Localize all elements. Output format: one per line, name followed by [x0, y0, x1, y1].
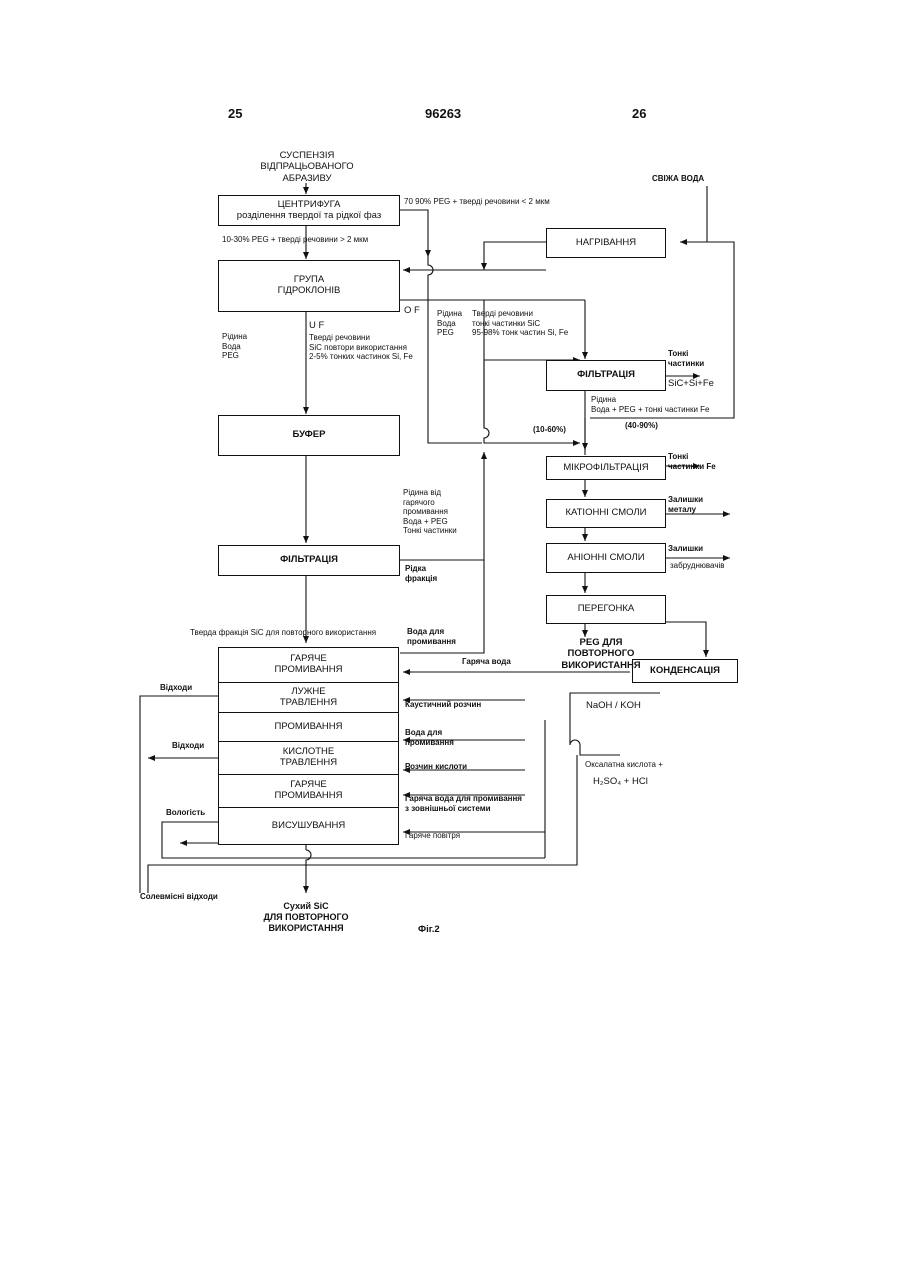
liquid-water-peg-mid-label: Рідина Вода PEG: [437, 309, 462, 338]
hydrocyclones-box: ГРУПА ГІДРОКЛОНІВ: [218, 260, 400, 312]
of-label: O F: [404, 305, 420, 316]
metal-residue-label: Залишки металу: [668, 495, 703, 514]
dry-sic-label: Сухий SiC ДЛЯ ПОВТОРНОГО ВИКОРИСТАННЯ: [246, 901, 366, 933]
heating-box: НАГРІВАННЯ: [546, 228, 666, 258]
liquid-fraction-label: Рідка фракція: [405, 564, 437, 583]
distillation-box: ПЕРЕГОНКА: [546, 595, 666, 624]
anion-resins-box: АНІОННІ СМОЛИ: [546, 543, 666, 573]
moisture-label: Вологість: [166, 808, 205, 818]
fine-particles-fe-label: Тонкі частинки Fe: [668, 452, 716, 471]
filtration-right-box: ФІЛЬТРАЦІЯ: [546, 360, 666, 391]
salt-waste-label: Солевмісні відходи: [140, 892, 218, 902]
centrifuge-solid-label: 10-30% PEG + тверді речовини > 2 мкм: [222, 235, 368, 245]
treatment-stack: ГАРЯЧЕ ПРОМИВАННЯ ЛУЖНЕ ТРАВЛЕННЯ ПРОМИВ…: [218, 647, 399, 845]
hot-air-label: Гаряче повітря: [405, 831, 460, 841]
acid-etching-step: КИСЛОТНЕ ТРАВЛЕННЯ: [219, 741, 398, 774]
water-for-washing-1-label: Вода для промивання: [407, 627, 456, 646]
hot-water-external-label: Гаряча вода для промивання з зовнішньої …: [405, 794, 522, 813]
naoh-koh-label: NaOH / KOH: [586, 700, 641, 711]
contaminant-residue-1-label: Залишки: [668, 544, 703, 554]
centrifuge-title: ЦЕНТРИФУГА: [278, 200, 341, 211]
microfiltration-box: МІКРОФІЛЬТРАЦІЯ: [546, 456, 666, 480]
solid-fraction-label: Тверда фракція SiC для повторного викори…: [190, 628, 376, 638]
waste-1-label: Відходи: [160, 683, 192, 693]
buffer-box: БУФЕР: [218, 415, 400, 456]
waste-2-label: Відходи: [172, 741, 204, 751]
solids-uf-label: Тверді речовини SiC повтори використання…: [309, 333, 413, 362]
peg-reuse-label: PEG ДЛЯ ПОВТОРНОГО ВИКОРИСТАННЯ: [556, 637, 646, 671]
hot-wash-2-step: ГАРЯЧЕ ПРОМИВАННЯ: [219, 774, 398, 807]
fine-particles-1-label: Тонкі частинки: [668, 349, 704, 368]
pct-40-90-label: (40-90%): [625, 421, 658, 431]
suspension-label: СУСПЕНЗІЯ ВІДПРАЦЬОВАНОГО АБРАЗИВУ: [252, 150, 362, 184]
fresh-water-label: СВІЖА ВОДА: [652, 174, 704, 184]
caustic-solution-label: Каустичний розчин: [405, 700, 481, 710]
centrifuge-liquid-label: 70 90% PEG + тверді речовини < 2 мкм: [404, 197, 550, 207]
uf-label: U F: [309, 320, 324, 331]
solids-of-label: Тверді речовини тонкі частинки SiC 95-98…: [472, 309, 568, 338]
hot-wash-1-step: ГАРЯЧЕ ПРОМИВАННЯ: [219, 648, 398, 682]
liquid-after-filtration-label: Рідина Вода + PEG + тонкі частинки Fe: [591, 395, 710, 414]
pct-10-60-label: (10-60%): [533, 425, 566, 435]
figure-caption: Фіг.2: [418, 924, 440, 935]
liquid-from-hot-wash-label: Рідина від гарячого промивання Вода + PE…: [403, 488, 457, 536]
hot-water-label: Гаряча вода: [462, 657, 511, 667]
acid-solution-label: Розчин кислоти: [405, 762, 467, 772]
condensation-box: КОНДЕНСАЦІЯ: [632, 659, 738, 683]
sic-si-fe-label: SiC+Si+Fe: [668, 378, 714, 389]
h2so4-hcl-label: H₂SO₄ + HCl: [593, 776, 648, 787]
alkaline-etching-step: ЛУЖНЕ ТРАВЛЕННЯ: [219, 682, 398, 712]
oxalic-acid-label: Оксалатна кислота +: [585, 760, 663, 770]
filtration-left-box: ФІЛЬТРАЦІЯ: [218, 545, 400, 576]
centrifuge-box: ЦЕНТРИФУГА розділення твердої та рідкої …: [218, 195, 400, 226]
cation-resins-box: КАТІОННІ СМОЛИ: [546, 499, 666, 528]
liquid-water-peg-left-label: Рідина Вода PEG: [222, 332, 247, 361]
washing-step: ПРОМИВАННЯ: [219, 712, 398, 741]
centrifuge-subtitle: розділення твердої та рідкої фаз: [237, 211, 381, 222]
water-for-washing-2-label: Вода для промивання: [405, 728, 454, 747]
drying-step: ВИСУШУВАННЯ: [219, 807, 398, 844]
contaminant-residue-2-label: забруднювачів: [670, 561, 725, 571]
